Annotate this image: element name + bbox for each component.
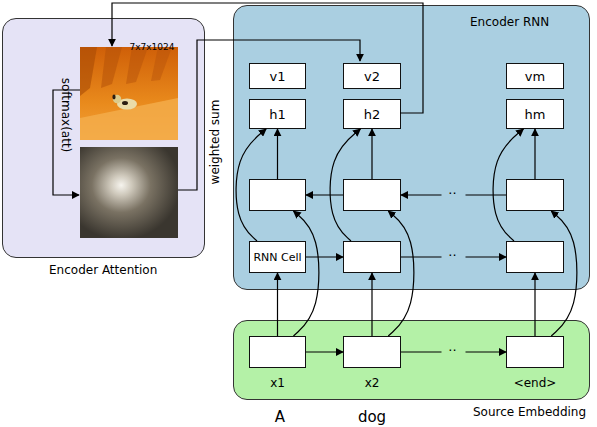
rnn-cell bbox=[249, 179, 306, 211]
connector-arrow bbox=[330, 129, 360, 241]
rnn-cell bbox=[506, 179, 564, 211]
panel-title: Encoder Attention bbox=[49, 263, 157, 277]
box-label: <end> bbox=[507, 376, 563, 390]
box-label: v2 bbox=[364, 69, 380, 84]
box-label: x1 bbox=[250, 376, 305, 390]
module-panel: Encoder Attention bbox=[2, 18, 205, 258]
operation-label: softmax(att) bbox=[60, 78, 72, 153]
panel-title: Source Embedding bbox=[473, 405, 586, 419]
ellipsis: ·· bbox=[448, 344, 456, 357]
connector-arrow bbox=[534, 129, 535, 179]
input-word: A bbox=[275, 410, 285, 425]
connector-arrow bbox=[401, 351, 506, 352]
connector-arrow bbox=[401, 194, 506, 195]
embedding-box: x2 bbox=[343, 336, 401, 368]
connector-arrow bbox=[293, 211, 318, 336]
rnn-cell bbox=[343, 241, 401, 273]
hidden-state-box: h2 bbox=[343, 99, 401, 129]
connector-arrow bbox=[306, 194, 343, 195]
connector-arrow bbox=[401, 256, 506, 257]
ellipsis: ·· bbox=[448, 249, 456, 262]
connector-arrow bbox=[371, 129, 372, 179]
rnn-cell bbox=[506, 241, 564, 273]
box-label: v1 bbox=[270, 69, 286, 84]
connector-arrow bbox=[534, 273, 535, 336]
connector-arrow bbox=[371, 273, 372, 336]
connector-arrow bbox=[236, 129, 266, 241]
rnn-cell: RNN Cell bbox=[249, 241, 306, 273]
box-label: x2 bbox=[344, 376, 400, 390]
input-word: dog bbox=[358, 410, 386, 425]
box-label: RNN Cell bbox=[253, 251, 301, 264]
output-box: vm bbox=[506, 63, 564, 89]
connector-arrow bbox=[551, 211, 577, 336]
box-label: hm bbox=[525, 107, 546, 122]
box-label: h1 bbox=[269, 107, 286, 122]
ellipsis: ·· bbox=[448, 187, 456, 200]
connector-arrow bbox=[493, 129, 523, 241]
tensor-shape: 7x7x1024 bbox=[129, 43, 174, 52]
embedding-box: x1 bbox=[249, 336, 306, 368]
box-label: h2 bbox=[364, 107, 381, 122]
rnn-cell bbox=[343, 179, 401, 211]
hidden-state-box: hm bbox=[506, 99, 564, 129]
connector-arrow bbox=[306, 256, 343, 257]
hidden-state-box: h1 bbox=[249, 99, 306, 129]
module-panel: Encoder RNN v1 v2 vm h1 h2 hmRNN Cell bbox=[233, 5, 590, 290]
connector-arrow bbox=[306, 351, 343, 352]
connector-arrow bbox=[388, 211, 414, 336]
operation-label: weighted sum bbox=[209, 100, 221, 185]
module-panel: Source Embeddingx1x2<end> bbox=[233, 320, 590, 400]
output-box: v1 bbox=[249, 63, 306, 89]
panel-title: Encoder RNN bbox=[470, 15, 549, 29]
box-label: vm bbox=[525, 69, 545, 84]
embedding-box: <end> bbox=[506, 336, 564, 368]
connector-arrow bbox=[277, 129, 278, 179]
connector-arrow bbox=[277, 273, 278, 336]
output-box: v2 bbox=[343, 63, 401, 89]
